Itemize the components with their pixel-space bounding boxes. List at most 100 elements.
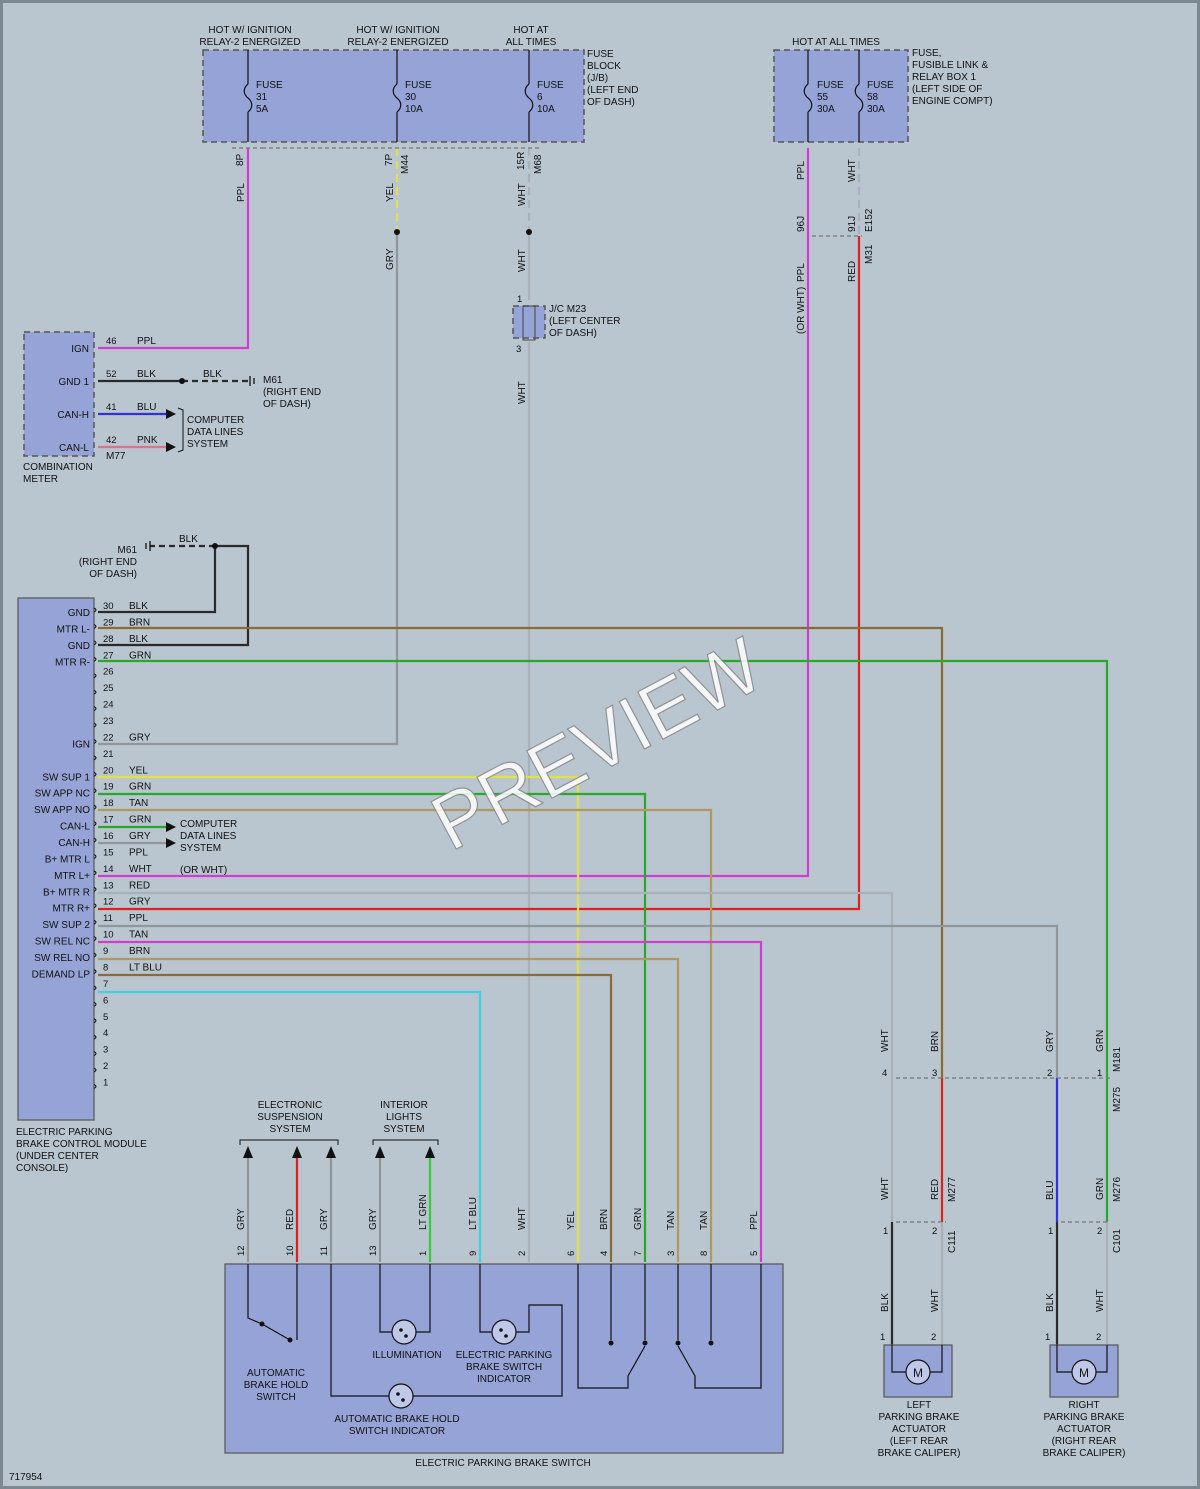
module-pin-color: WHT [129, 864, 152, 875]
module-pin-color: GRN [129, 815, 151, 826]
lamp-diode-mark [396, 1392, 400, 1396]
module-pin-terminal [93, 673, 97, 679]
label-ppl-f55b: PPL [796, 263, 807, 282]
meter-pin-can-h: CAN-H [57, 410, 89, 421]
module-pin-terminal [93, 903, 97, 909]
hold-switch-label-1: AUTOMATIC [247, 1368, 305, 1379]
module-pin-num: 27 [103, 650, 114, 661]
fuse-icon [243, 50, 253, 142]
control-module [17, 597, 95, 1121]
harness-wht-left: WHT [880, 1177, 891, 1200]
m61-low-blk: BLK [179, 534, 198, 545]
module-pin-label: SW APP NO [34, 805, 90, 816]
lamp-diode-mark [401, 1398, 405, 1402]
left-act-name-2: PARKING BRAKE [879, 1412, 960, 1423]
switch-pin-color: YEL [566, 1211, 577, 1230]
m61-top-id: M61 [263, 375, 283, 386]
arrow-up-icon [292, 1146, 302, 1158]
label-yel-f30: YEL [385, 183, 396, 202]
wire-ppl-sw-sup2 [98, 940, 763, 1262]
module-pin-terminal [93, 886, 97, 892]
switch-pin-num: 10 [285, 1245, 296, 1256]
right-act-name-1: RIGHT [1068, 1400, 1099, 1411]
module-pin-label: MTR R+ [53, 904, 91, 915]
module-name-1: ELECTRIC PARKING [16, 1127, 113, 1138]
hold-indicator-lamp-icon [388, 1383, 414, 1409]
module-pin-terminal [93, 969, 97, 974]
module-pin-color: RED [129, 880, 150, 891]
wires [98, 148, 1109, 1345]
fuse6-l3: 10A [537, 104, 555, 115]
epb-indicator-lamp-icon [491, 1319, 517, 1345]
module-pin-num: 23 [103, 716, 114, 727]
harness-grn-right: GRN [1095, 1178, 1106, 1200]
fuse-symbols [243, 50, 864, 142]
meter-color-blu: BLU [137, 402, 156, 413]
lights-label-3: SYSTEM [383, 1124, 424, 1135]
module-pin-terminal [93, 788, 97, 794]
right-act-pin-1: 1 [1045, 1332, 1050, 1343]
module-pin-label: MTR R- [55, 657, 90, 668]
cdl-top-2: DATA LINES [187, 427, 244, 438]
harness-blk-right: BLK [1045, 1293, 1056, 1312]
bracket [372, 1139, 439, 1145]
module-pin-num: 20 [103, 765, 114, 776]
label-wht-f58: WHT [847, 159, 858, 182]
conn-m181: M181 [1112, 1047, 1123, 1072]
module-pin-color: BLK [129, 634, 148, 645]
left-act-name-3: ACTUATOR [892, 1424, 946, 1435]
module-pin-num: 1 [103, 1077, 108, 1088]
switch-internals [247, 1264, 762, 1409]
indicator-leads [330, 1264, 563, 1397]
switch-pin-color: LT GRN [418, 1194, 429, 1230]
fuse31-l1: FUSE [256, 80, 283, 91]
module-pin-color: PPL [129, 847, 148, 858]
conn-m275: M275 [1112, 1087, 1123, 1112]
right-pin-2: 2 [1097, 1226, 1102, 1237]
conn-c101: C101 [1112, 1229, 1123, 1253]
switch-pin-num: 13 [368, 1245, 379, 1256]
module-pin-num: 15 [103, 847, 114, 858]
left-motor-icon [905, 1359, 931, 1385]
module-pin-num: 24 [103, 700, 114, 711]
illumination-leads [379, 1264, 431, 1333]
hold-switch-contact [247, 1264, 263, 1325]
module-pin-label: MTR L+ [54, 871, 90, 882]
splice-dot [179, 378, 185, 384]
module-pin15-note: (OR WHT) [180, 865, 227, 876]
module-pin-num: 17 [103, 815, 114, 826]
module-pin-terminal [93, 623, 97, 629]
harness-gry-top: GRY [1045, 1030, 1056, 1052]
cdl-top-1: COMPUTER [187, 415, 244, 426]
wire-tan-sw-rel-nc [98, 957, 680, 1262]
module-pin-terminal [93, 1034, 97, 1040]
fuse6-l2: 6 [537, 92, 543, 103]
module-pin-num: 26 [103, 667, 114, 678]
motor-symbols [891, 1345, 1108, 1385]
module-pin-num: 13 [103, 880, 114, 891]
module-pin-num: 4 [103, 1028, 108, 1039]
wire-brn-mtr-l-minus [98, 626, 944, 1078]
module-pin-label: DEMAND LP [32, 969, 91, 980]
fusible-label-3: RELAY BOX 1 [912, 72, 977, 83]
conn-m276: M276 [1112, 1177, 1123, 1202]
m61-low-loc2: OF DASH) [89, 569, 137, 580]
module-pin-color: GRN [129, 782, 151, 793]
switch-name: ELECTRIC PARKING BRAKE SWITCH [415, 1458, 590, 1469]
module-pin-color: GRY [129, 897, 151, 908]
pin-2: 2 [1047, 1068, 1052, 1079]
switch-pin-color: GRY [368, 1208, 379, 1230]
cdl-top-3: SYSTEM [187, 439, 228, 450]
switch-pin-num: 7 [633, 1251, 644, 1256]
fuse-header-2a: HOT W/ IGNITION [356, 25, 439, 36]
module-pin-num: 2 [103, 1061, 108, 1072]
illumination-label: ILLUMINATION [372, 1350, 441, 1361]
left-motor-letter: M [913, 1366, 923, 1380]
wire-ltblu-demand [98, 990, 482, 1262]
inline-connectors [232, 147, 1110, 1223]
module-pin-num: 14 [103, 864, 114, 875]
module-pin-terminal [93, 870, 97, 876]
switch-pin-color: GRN [633, 1208, 644, 1230]
switch-pin-num: 9 [468, 1251, 479, 1256]
